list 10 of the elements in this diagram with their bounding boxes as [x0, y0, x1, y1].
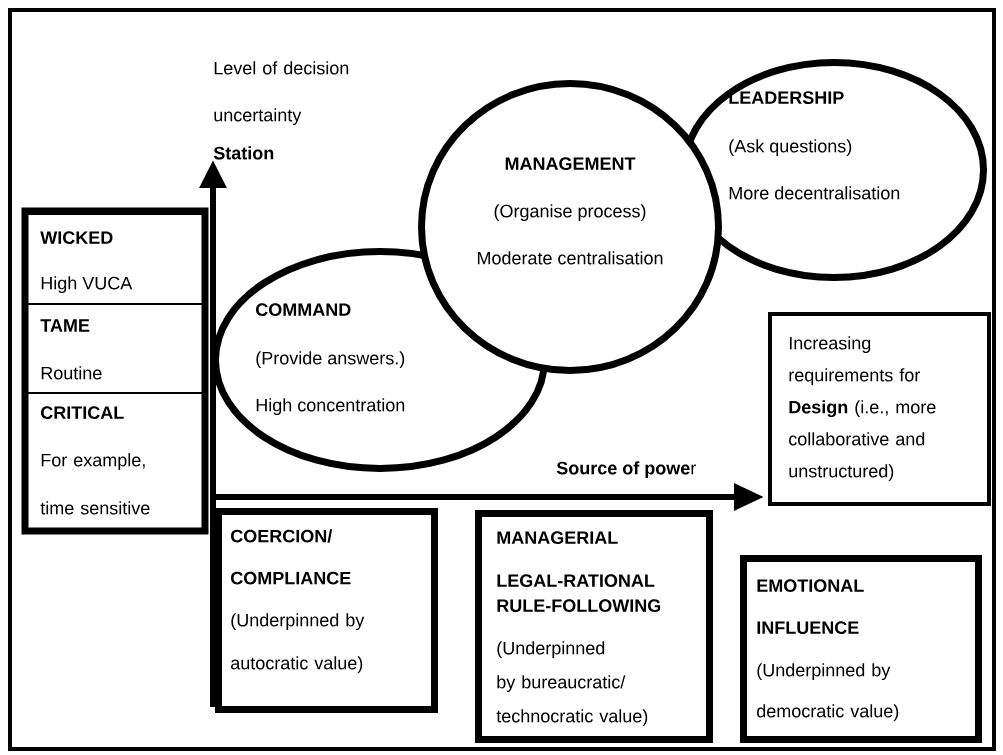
note-box: Increasing requirements for Design (i.e., more collaborative and unstructured) — [768, 312, 991, 506]
table-cell: TAME Routine — [27, 304, 204, 393]
table-cell: WICKED High VUCA — [27, 214, 204, 304]
power-box: COERCION/ COMPLIANCE (Underpinned by autocratic value) — [215, 508, 438, 713]
axis-label: Source of power — [556, 461, 696, 479]
power-box: EMOTIONAL INFLUENCE (Underpinned by democratic value) — [740, 555, 982, 743]
table-cell: CRITICAL For example, time sensitive — [27, 393, 204, 530]
axis-label: Level of decision uncertainty — [214, 61, 349, 126]
power-box: MANAGERIAL LEGAL-RATIONAL RULE-FOLLOWING (Underpinned by bureaucratic/ technocratic value) — [475, 510, 713, 743]
axis-label: Station — [213, 146, 274, 160]
